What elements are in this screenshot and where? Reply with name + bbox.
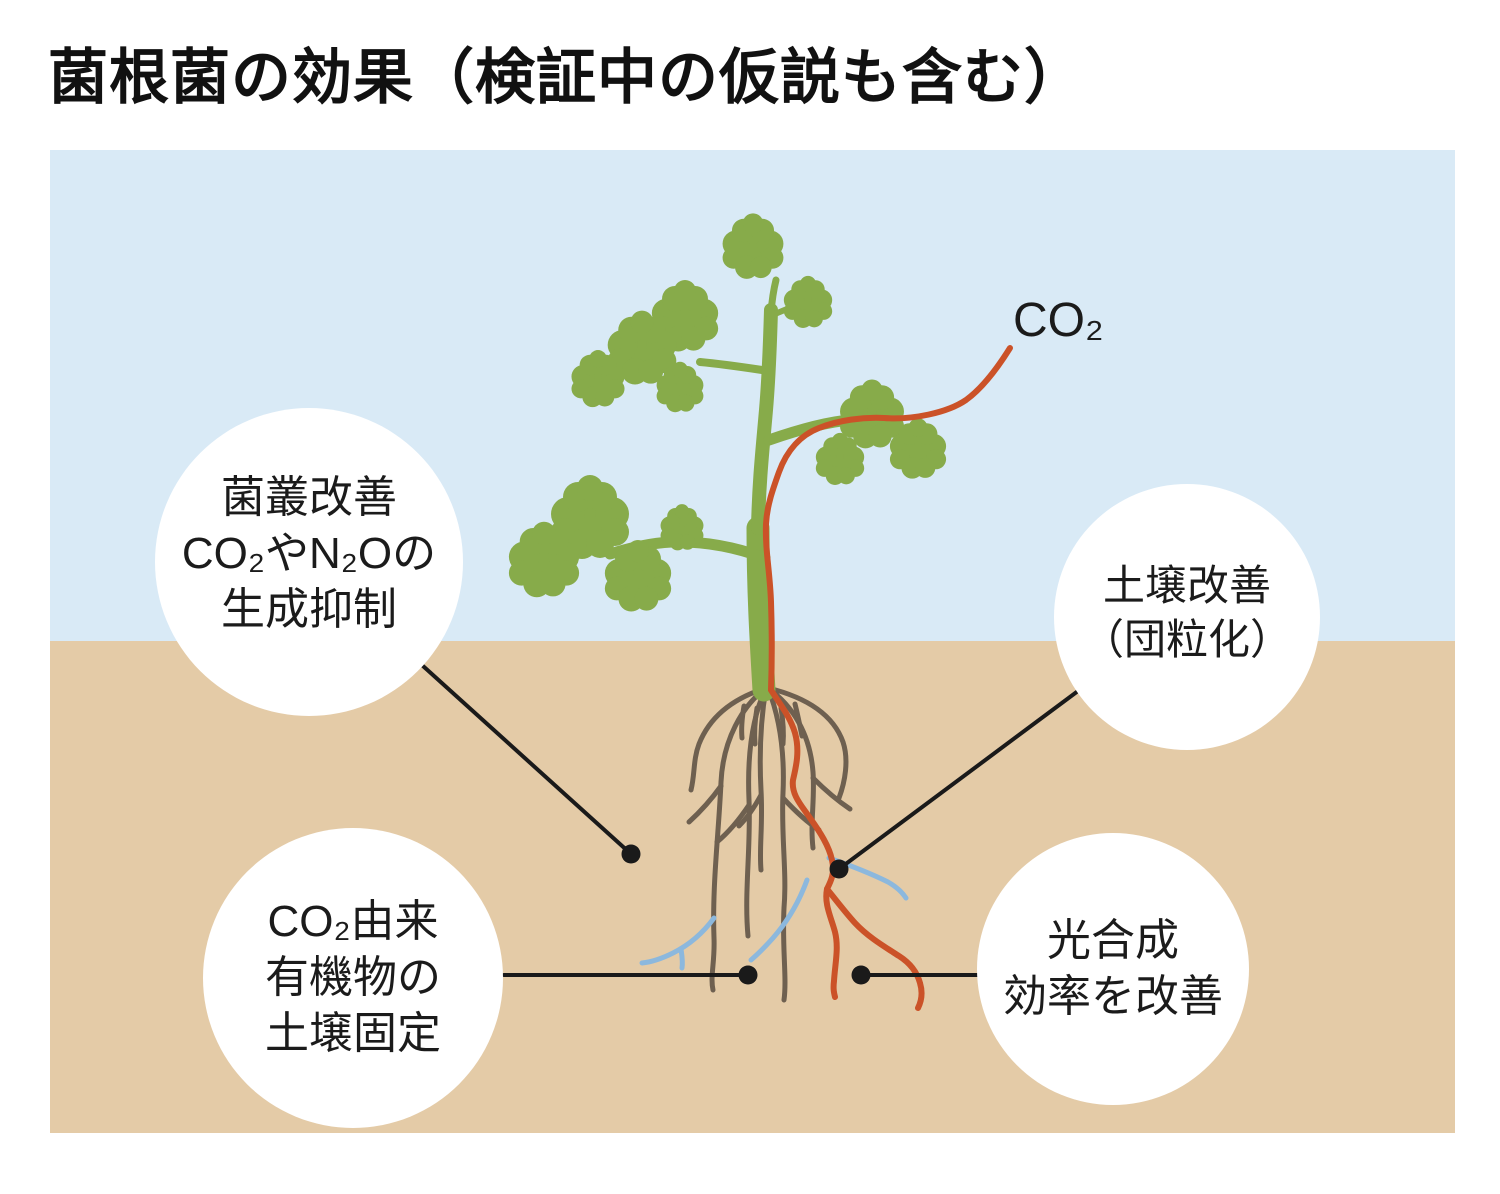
co2-line-main	[762, 345, 1013, 892]
diagram-panel: CO₂ 菌叢改善 CO₂やN₂Oの 生成抑制 土壌改善 （団粒化） CO₂由来 …	[50, 150, 1455, 1133]
bubble-text-line: 生成抑制	[221, 585, 397, 635]
co2-line-branch	[824, 886, 925, 1011]
root-branchlet	[714, 802, 752, 845]
stem-upper	[751, 303, 778, 535]
leaf	[783, 275, 833, 328]
co2-label: CO₂	[1013, 294, 1104, 347]
root-hair	[739, 703, 747, 741]
bubble-text-line: （団粒化）	[1081, 616, 1292, 663]
connector-line	[421, 664, 633, 856]
plant-illustration	[421, 213, 1080, 1011]
root	[757, 685, 769, 873]
co2-flow-line	[762, 345, 1013, 1011]
root	[688, 685, 769, 793]
bubble-text-line: 菌叢改善	[221, 472, 397, 522]
bubble-text-line: 土壌固定	[265, 1009, 441, 1059]
root-hair	[792, 701, 805, 739]
bubble-soil-improvement: 土壌改善 （団粒化）	[1054, 484, 1320, 750]
stem-lower	[746, 516, 776, 702]
root-branchlet	[810, 775, 853, 812]
mycorrhizal-hyphae	[639, 855, 909, 971]
root	[765, 685, 849, 801]
hypha	[748, 877, 810, 963]
root	[765, 685, 788, 1003]
hypha	[639, 915, 717, 966]
hypha	[678, 946, 685, 971]
connector-dot	[738, 965, 758, 985]
root-system	[686, 685, 853, 1003]
bubble-text-line: 光合成	[1047, 915, 1179, 965]
callout-connectors	[421, 664, 1080, 977]
page-title: 菌根菌の効果（検証中の仮説も含む）	[48, 44, 1085, 111]
bubble-microbiome: 菌叢改善 CO₂やN₂Oの 生成抑制	[155, 408, 463, 716]
bubble-text-line: CO₂やN₂Oの	[181, 528, 437, 578]
co2-line-branch	[823, 886, 840, 1000]
bubble-text-line: 土壌改善	[1102, 562, 1271, 610]
petiole	[696, 358, 766, 374]
callout-dots	[621, 844, 871, 985]
root-hair	[752, 705, 760, 747]
connector-dot	[851, 965, 871, 985]
bubble-text-line: 有機物の	[265, 952, 441, 1002]
bubble-text-line: 効率を改善	[1003, 972, 1223, 1021]
connector-line	[837, 689, 1080, 871]
bubble-photosynthesis: 光合成 効率を改善	[977, 833, 1249, 1105]
leaf	[722, 213, 784, 279]
root-branchlet	[736, 792, 764, 829]
petiole	[767, 276, 780, 317]
root-branchlet	[686, 783, 724, 825]
connector-dot	[621, 844, 641, 864]
bubble-text-line: CO₂由来	[267, 896, 439, 946]
connector-dot	[829, 859, 849, 879]
bubble-carbon-fixation: CO₂由来 有機物の 土壌固定	[203, 828, 503, 1128]
